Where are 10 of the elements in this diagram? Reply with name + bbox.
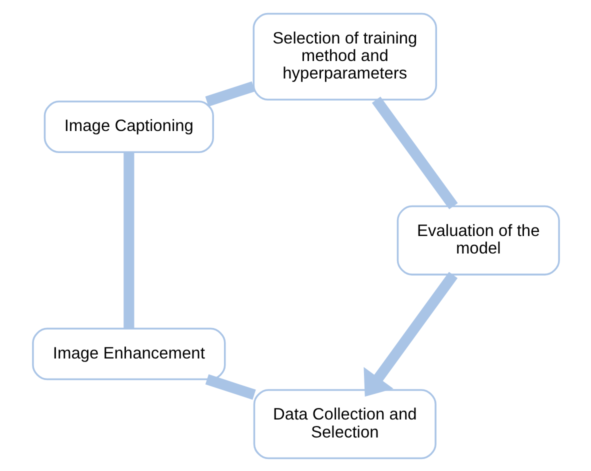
node-box: Evaluation of the model [396,204,560,275]
node-box: Data Collection and Selection [252,388,436,459]
node-box: Image Enhancement [32,327,226,380]
connector [371,96,458,209]
connector [204,80,255,106]
node-box: Image Captioning [43,100,214,153]
node-box: Selection of training method and hyperparameters [252,12,437,100]
connector [204,374,256,400]
connector [123,152,134,328]
arrow [363,271,458,396]
